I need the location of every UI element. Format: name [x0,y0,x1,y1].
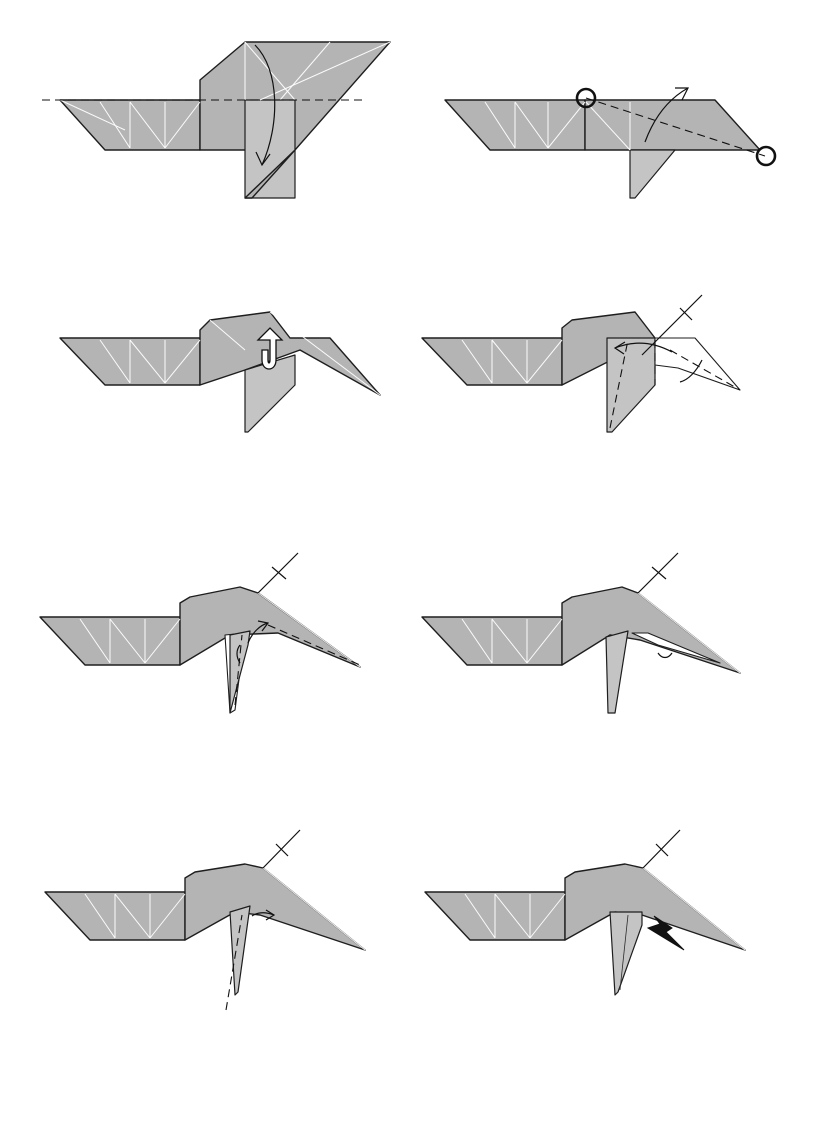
step-3-drawing [59,311,381,433]
step-8-drawing [424,829,746,996]
diagram-step-6 [410,545,810,785]
diagram-step-3 [30,290,430,530]
step-5-drawing [39,552,361,714]
fold-arrow [657,652,673,659]
diagram-step-7 [30,820,430,1060]
step-7-drawing [44,829,366,1011]
axis-mark [257,552,299,594]
model-body [444,99,761,199]
step-1-drawing [42,41,391,199]
step-6-drawing [421,552,741,714]
valley-fold-line [609,339,629,429]
hanging-flap [244,354,296,433]
white-underside [631,632,721,664]
valley-fold-diagonal [585,97,766,157]
hanging-flap [606,337,656,433]
reference-circle-left [575,87,597,109]
fold-arrow [613,341,703,383]
model-body [424,863,746,996]
model-body [59,41,391,199]
diagram-step-5 [30,545,430,785]
diagram-step-2 [410,30,810,270]
model-body [59,311,381,433]
leg-flap [609,911,643,996]
head-and-beak [184,863,366,951]
turn-over-arrow [256,327,284,370]
diagram-step-8 [410,820,810,1060]
diagram-step-1 [30,30,430,270]
step-2-drawing [444,87,777,199]
head-and-beak [199,311,381,396]
hanging-flap [244,99,296,199]
leg-flap [605,630,629,714]
push-arrow [646,915,685,951]
step-4-drawing [421,294,741,433]
model-body [421,311,741,433]
fold-arrows [236,620,270,664]
valley-fold-line [225,914,243,1011]
fold-up-arrow [644,87,689,143]
leg-flap [229,630,251,714]
model-body [39,586,361,714]
axis-mark [637,552,679,594]
model-body [44,863,366,996]
reference-circle-right [755,145,777,167]
valley-fold-line [234,634,243,706]
head-and-beak [179,586,361,668]
diagram-step-4 [410,290,810,530]
body-right-panel [584,99,761,151]
fold-arrow [251,909,276,921]
flap-edge [244,149,296,199]
model-body [421,586,741,714]
leg-flap [229,905,251,996]
head-and-beak [564,863,746,951]
hanging-flap [629,149,676,199]
fold-down-arrow [254,44,276,167]
